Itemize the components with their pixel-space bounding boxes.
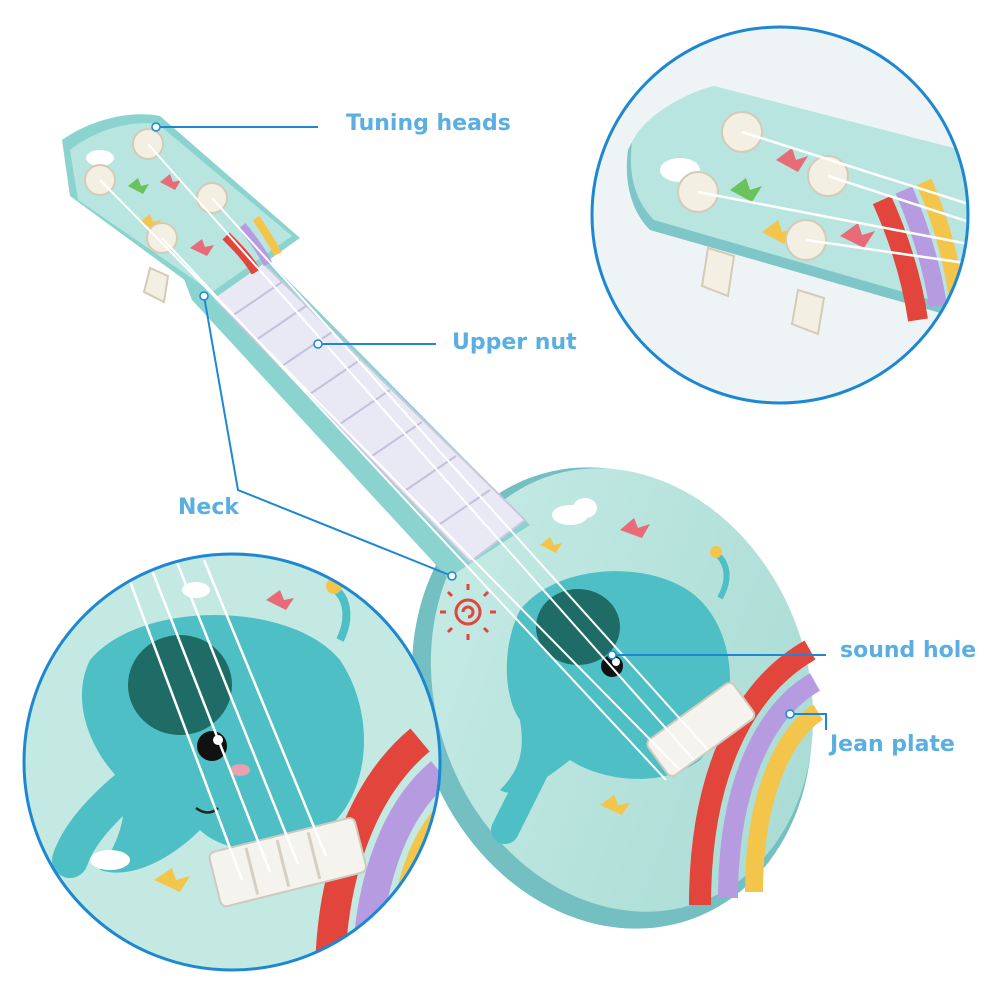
bird-icon [540, 518, 650, 815]
leader-neck [203, 295, 453, 577]
cloud-icon [552, 498, 597, 525]
label-sound-hole: sound hole [840, 638, 977, 663]
label-jean-plate: Jean plate [830, 732, 955, 757]
leader-lines [156, 126, 827, 730]
sound-hole-closeup [128, 635, 232, 735]
bird-icon [128, 178, 149, 194]
ukulele-main [62, 114, 824, 929]
bird-icon [840, 223, 875, 248]
rainbow [689, 640, 824, 906]
leader-jean-plate [790, 713, 827, 730]
cloud-icon [86, 150, 114, 166]
headstock-closeup [590, 25, 970, 405]
label-neck: Neck [178, 495, 240, 520]
bird-icon [776, 148, 808, 172]
cloud-icon [90, 850, 130, 870]
closeup-border [590, 25, 970, 405]
sun-icon [440, 584, 496, 640]
strings [99, 143, 709, 781]
leader-dots [151, 122, 795, 719]
body-closeup [22, 552, 442, 972]
bird-icon [730, 178, 762, 202]
bird-icon [160, 174, 181, 190]
headstock [62, 114, 300, 300]
bridge [646, 681, 756, 777]
bird-icon [154, 868, 190, 892]
bird-icon [190, 239, 214, 256]
closeup-border [22, 552, 442, 972]
label-upper-nut: Upper nut [452, 330, 577, 355]
label-tuning-heads: Tuning heads [346, 111, 511, 136]
bridge-closeup [208, 817, 368, 908]
bird-icon [266, 590, 294, 610]
